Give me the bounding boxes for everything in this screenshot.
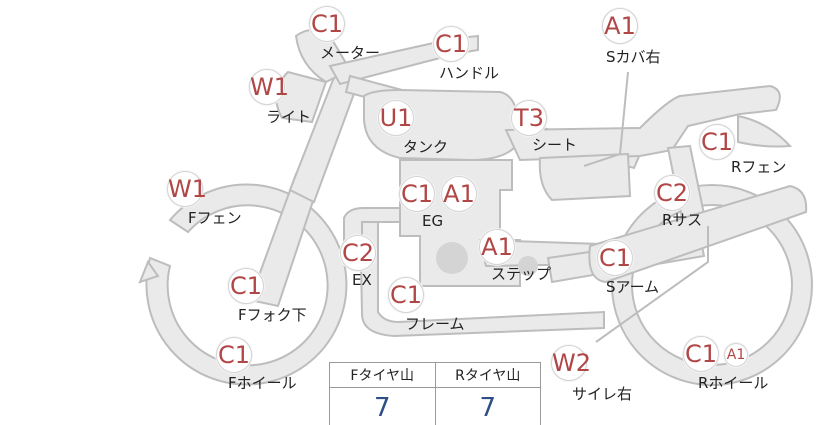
- lower-frame-shape: [358, 209, 605, 338]
- meter-grade: C1: [309, 6, 345, 42]
- seat-shape: [504, 84, 781, 162]
- muffler-label: サイレ右: [572, 385, 633, 403]
- light-grade: W1: [249, 69, 289, 105]
- handle-label: ハンドル: [439, 64, 500, 82]
- rear-wheel-grade: C1: [683, 336, 719, 372]
- front-fork-label: Fフォク下: [238, 306, 307, 324]
- muffler-shape: [588, 184, 808, 284]
- seat-label: シート: [532, 136, 578, 154]
- frame-label: フレーム: [405, 315, 465, 333]
- front-fork-grade: C1: [228, 268, 264, 304]
- front-fender-label: Fフェン: [188, 209, 242, 227]
- meter-label: メーター: [320, 44, 381, 62]
- rear-wheel-label: Rホイール: [698, 374, 769, 392]
- step-grade: A1: [479, 229, 515, 265]
- rear-suspension-grade: C2: [654, 175, 690, 211]
- rear-suspension-label: Rサス: [662, 211, 703, 229]
- front-tread-header: Fタイヤ山: [329, 362, 436, 388]
- frame-grade: C1: [388, 277, 424, 313]
- handle-grade: C1: [433, 26, 469, 62]
- front-wheel-label: Fホイール: [228, 374, 297, 392]
- exhaust-grade: C2: [340, 235, 376, 271]
- exhaust-label: EX: [352, 271, 372, 289]
- tank-grade: U1: [378, 100, 414, 136]
- light-label: ライト: [266, 108, 312, 126]
- side-cover-grade: A1: [602, 8, 638, 44]
- engine-grade: C1: [399, 176, 435, 212]
- front-wheel-grade: C1: [216, 337, 252, 373]
- tire-tread-table: Fタイヤ山 Rタイヤ山 7 7: [329, 362, 541, 425]
- side-cover-shape: [538, 152, 632, 202]
- swingarm-grade: C1: [597, 240, 633, 276]
- engine-label: EG: [422, 212, 444, 230]
- front-wheel-shape: [138, 183, 348, 386]
- front-tread-value: 7: [329, 387, 436, 425]
- step-label: ステップ: [491, 265, 552, 283]
- rear-tread-header: Rタイヤ山: [434, 362, 541, 388]
- swingarm-label: Sアーム: [606, 278, 660, 296]
- engine-grade-2: A1: [441, 176, 477, 212]
- rear-fender-shape: [737, 114, 793, 148]
- rear-fender-label: Rフェン: [731, 158, 787, 176]
- tank-label: タンク: [403, 138, 449, 156]
- seat-grade: T3: [511, 100, 547, 136]
- rear-wheel-grade-2: A1: [724, 343, 748, 367]
- front-fender-grade: W1: [167, 171, 207, 207]
- rear-tread-value: 7: [434, 387, 541, 425]
- rear-fender-grade: C1: [699, 124, 735, 160]
- side-cover-label: Sカバ右: [606, 48, 661, 66]
- muffler-grade: W2: [551, 345, 591, 381]
- engine-cover-shape: [436, 242, 468, 274]
